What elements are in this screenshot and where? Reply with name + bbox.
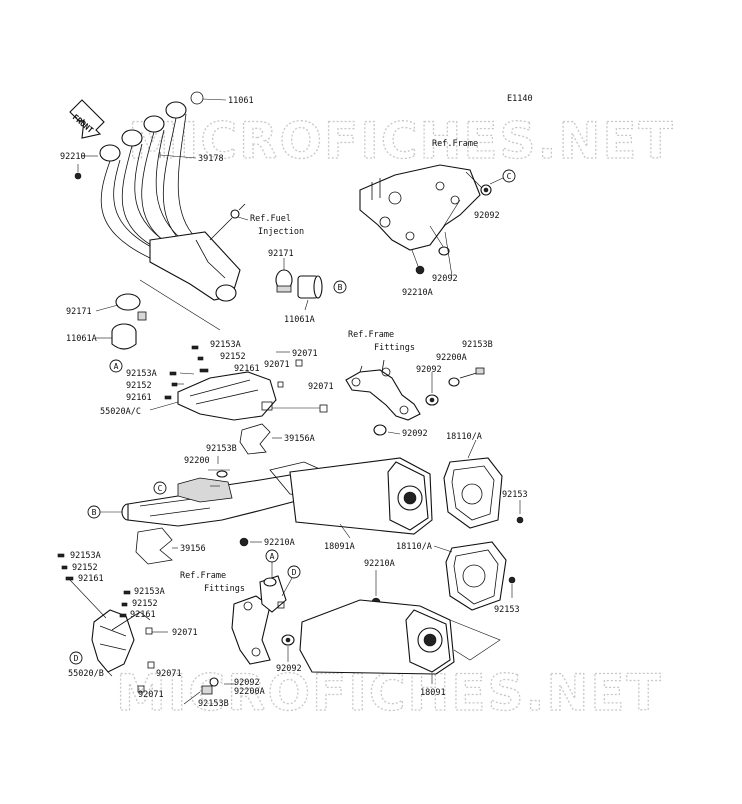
label-92210: 92210 xyxy=(60,152,86,162)
label-92152-2: 92152 xyxy=(126,381,152,391)
callout-a2: A xyxy=(265,549,279,563)
label-55020B: 55020/B xyxy=(68,669,104,679)
svg-text:D: D xyxy=(74,654,79,663)
muffler-18091A xyxy=(289,457,433,539)
label-18110A-top: 18110/A xyxy=(446,432,482,442)
label-92071-5: 92071 xyxy=(156,669,182,679)
label-92161-2: 92161 xyxy=(126,393,152,403)
label-92161-3: 92161 xyxy=(78,574,104,584)
label-ref-frame: Ref.Frame xyxy=(432,139,478,149)
end-cap-18110A-top xyxy=(443,439,524,529)
front-arrow-icon: FRONT xyxy=(69,99,105,139)
label-ref-frame-fittings-1: Ref.Frame xyxy=(348,330,394,340)
bolt-92153B-mid xyxy=(208,456,230,478)
label-39156A: 39156A xyxy=(284,434,315,444)
label-92153B-mid: 92153B xyxy=(206,444,237,454)
label-92210A-top: 92210A xyxy=(402,288,433,298)
label-92210A-mid: 92210A xyxy=(264,538,295,548)
gasket-11061A-left xyxy=(96,323,137,350)
watermark-top: MICROFICHES.NET xyxy=(128,112,675,170)
muffler-bracket-upper xyxy=(345,359,485,436)
label-ref-frame-fittings-4: Fittings xyxy=(204,584,245,594)
label-92092-b: 92092 xyxy=(432,274,458,284)
heat-cover-55020B xyxy=(57,553,168,693)
label-92152-4: 92152 xyxy=(132,599,158,609)
label-11061A-left: 11061A xyxy=(66,334,97,344)
svg-text:B: B xyxy=(92,508,97,517)
nut-92210A-mid xyxy=(239,537,262,547)
label-92092-d: 92092 xyxy=(402,429,428,439)
label-92092-c: 92092 xyxy=(416,365,442,375)
heat-cover-55020AC xyxy=(149,345,328,421)
label-92071-1: 92071 xyxy=(292,349,318,359)
label-92071-2: 92071 xyxy=(264,360,290,370)
callout-a1: A xyxy=(109,359,123,373)
svg-text:B: B xyxy=(338,283,343,292)
callout-c2: C xyxy=(153,481,167,495)
nut-92210A-low xyxy=(371,570,381,607)
label-92200A-bottom: 92200A xyxy=(234,687,265,697)
label-92092-a: 92092 xyxy=(474,211,500,221)
end-cap-18110A-bottom xyxy=(433,541,516,611)
label-92171-left: 92171 xyxy=(66,307,92,317)
label-39178: 39178 xyxy=(198,154,224,164)
label-92071-6: 92071 xyxy=(138,690,164,700)
label-18110A-bottom: 18110/A xyxy=(396,542,432,552)
label-92152-3: 92152 xyxy=(72,563,98,573)
callout-d1: D xyxy=(287,565,301,579)
label-11061: 11061 xyxy=(228,96,254,106)
svg-text:C: C xyxy=(507,172,512,181)
label-92153A-4: 92153A xyxy=(134,587,165,597)
callout-c1: C xyxy=(502,169,516,183)
label-92200: 92200 xyxy=(184,456,210,466)
label-92153A-3: 92153A xyxy=(70,551,101,561)
label-92092-f: 92092 xyxy=(234,678,260,688)
callout-b2: B xyxy=(87,505,101,519)
label-ref-frame-fittings-2: Fittings xyxy=(374,343,415,353)
label-92161-4: 92161 xyxy=(130,610,156,620)
svg-text:D: D xyxy=(292,568,297,577)
label-92153B-bottom: 92153B xyxy=(198,699,229,709)
muffler-bracket-lower xyxy=(183,575,295,705)
label-11061A-right: 11061A xyxy=(284,315,315,325)
clamp-92171-left xyxy=(95,293,147,321)
label-ref-fuel-2: Injection xyxy=(258,227,304,237)
label-18091A: 18091A xyxy=(324,542,355,552)
label-92071-3: 92071 xyxy=(308,382,334,392)
callout-d2: D xyxy=(69,651,83,665)
muffler-18091 xyxy=(299,599,501,684)
label-92153-low: 92153 xyxy=(494,605,520,615)
label-18091: 18091 xyxy=(420,688,446,698)
callout-b1: B xyxy=(333,280,347,294)
clamp-92171 xyxy=(275,258,293,293)
label-92152-1: 92152 xyxy=(220,352,246,362)
gasket-11061A-right xyxy=(297,275,323,311)
frame-bracket xyxy=(359,164,492,277)
label-92153-right: 92153 xyxy=(502,490,528,500)
label-55020AC: 55020A/C xyxy=(100,407,141,417)
svg-text:A: A xyxy=(270,552,275,561)
label-39156: 39156 xyxy=(180,544,206,554)
label-92092-e: 92092 xyxy=(276,664,302,674)
svg-text:A: A xyxy=(114,362,119,371)
heat-shield-39156A xyxy=(239,423,282,455)
label-ref-fuel-1: Ref.Fuel xyxy=(250,214,291,224)
label-92153A-1: 92153A xyxy=(210,340,241,350)
label-92200A-top: 92200A xyxy=(436,353,467,363)
mid-pipe xyxy=(121,461,327,527)
exhaust-header-pipes xyxy=(74,91,249,302)
label-ref-frame-fittings-3: Ref.Frame xyxy=(180,571,226,581)
label-92153A-2: 92153A xyxy=(126,369,157,379)
label-92171-top: 92171 xyxy=(268,249,294,259)
svg-text:C: C xyxy=(158,484,163,493)
label-92071-4: 92071 xyxy=(172,628,198,638)
heat-shield-39156 xyxy=(135,527,178,565)
label-92153B-top: 92153B xyxy=(462,340,493,350)
label-92161-1: 92161 xyxy=(234,364,260,374)
diagram-code: E1140 xyxy=(507,94,533,104)
label-92210A-low: 92210A xyxy=(364,559,395,569)
